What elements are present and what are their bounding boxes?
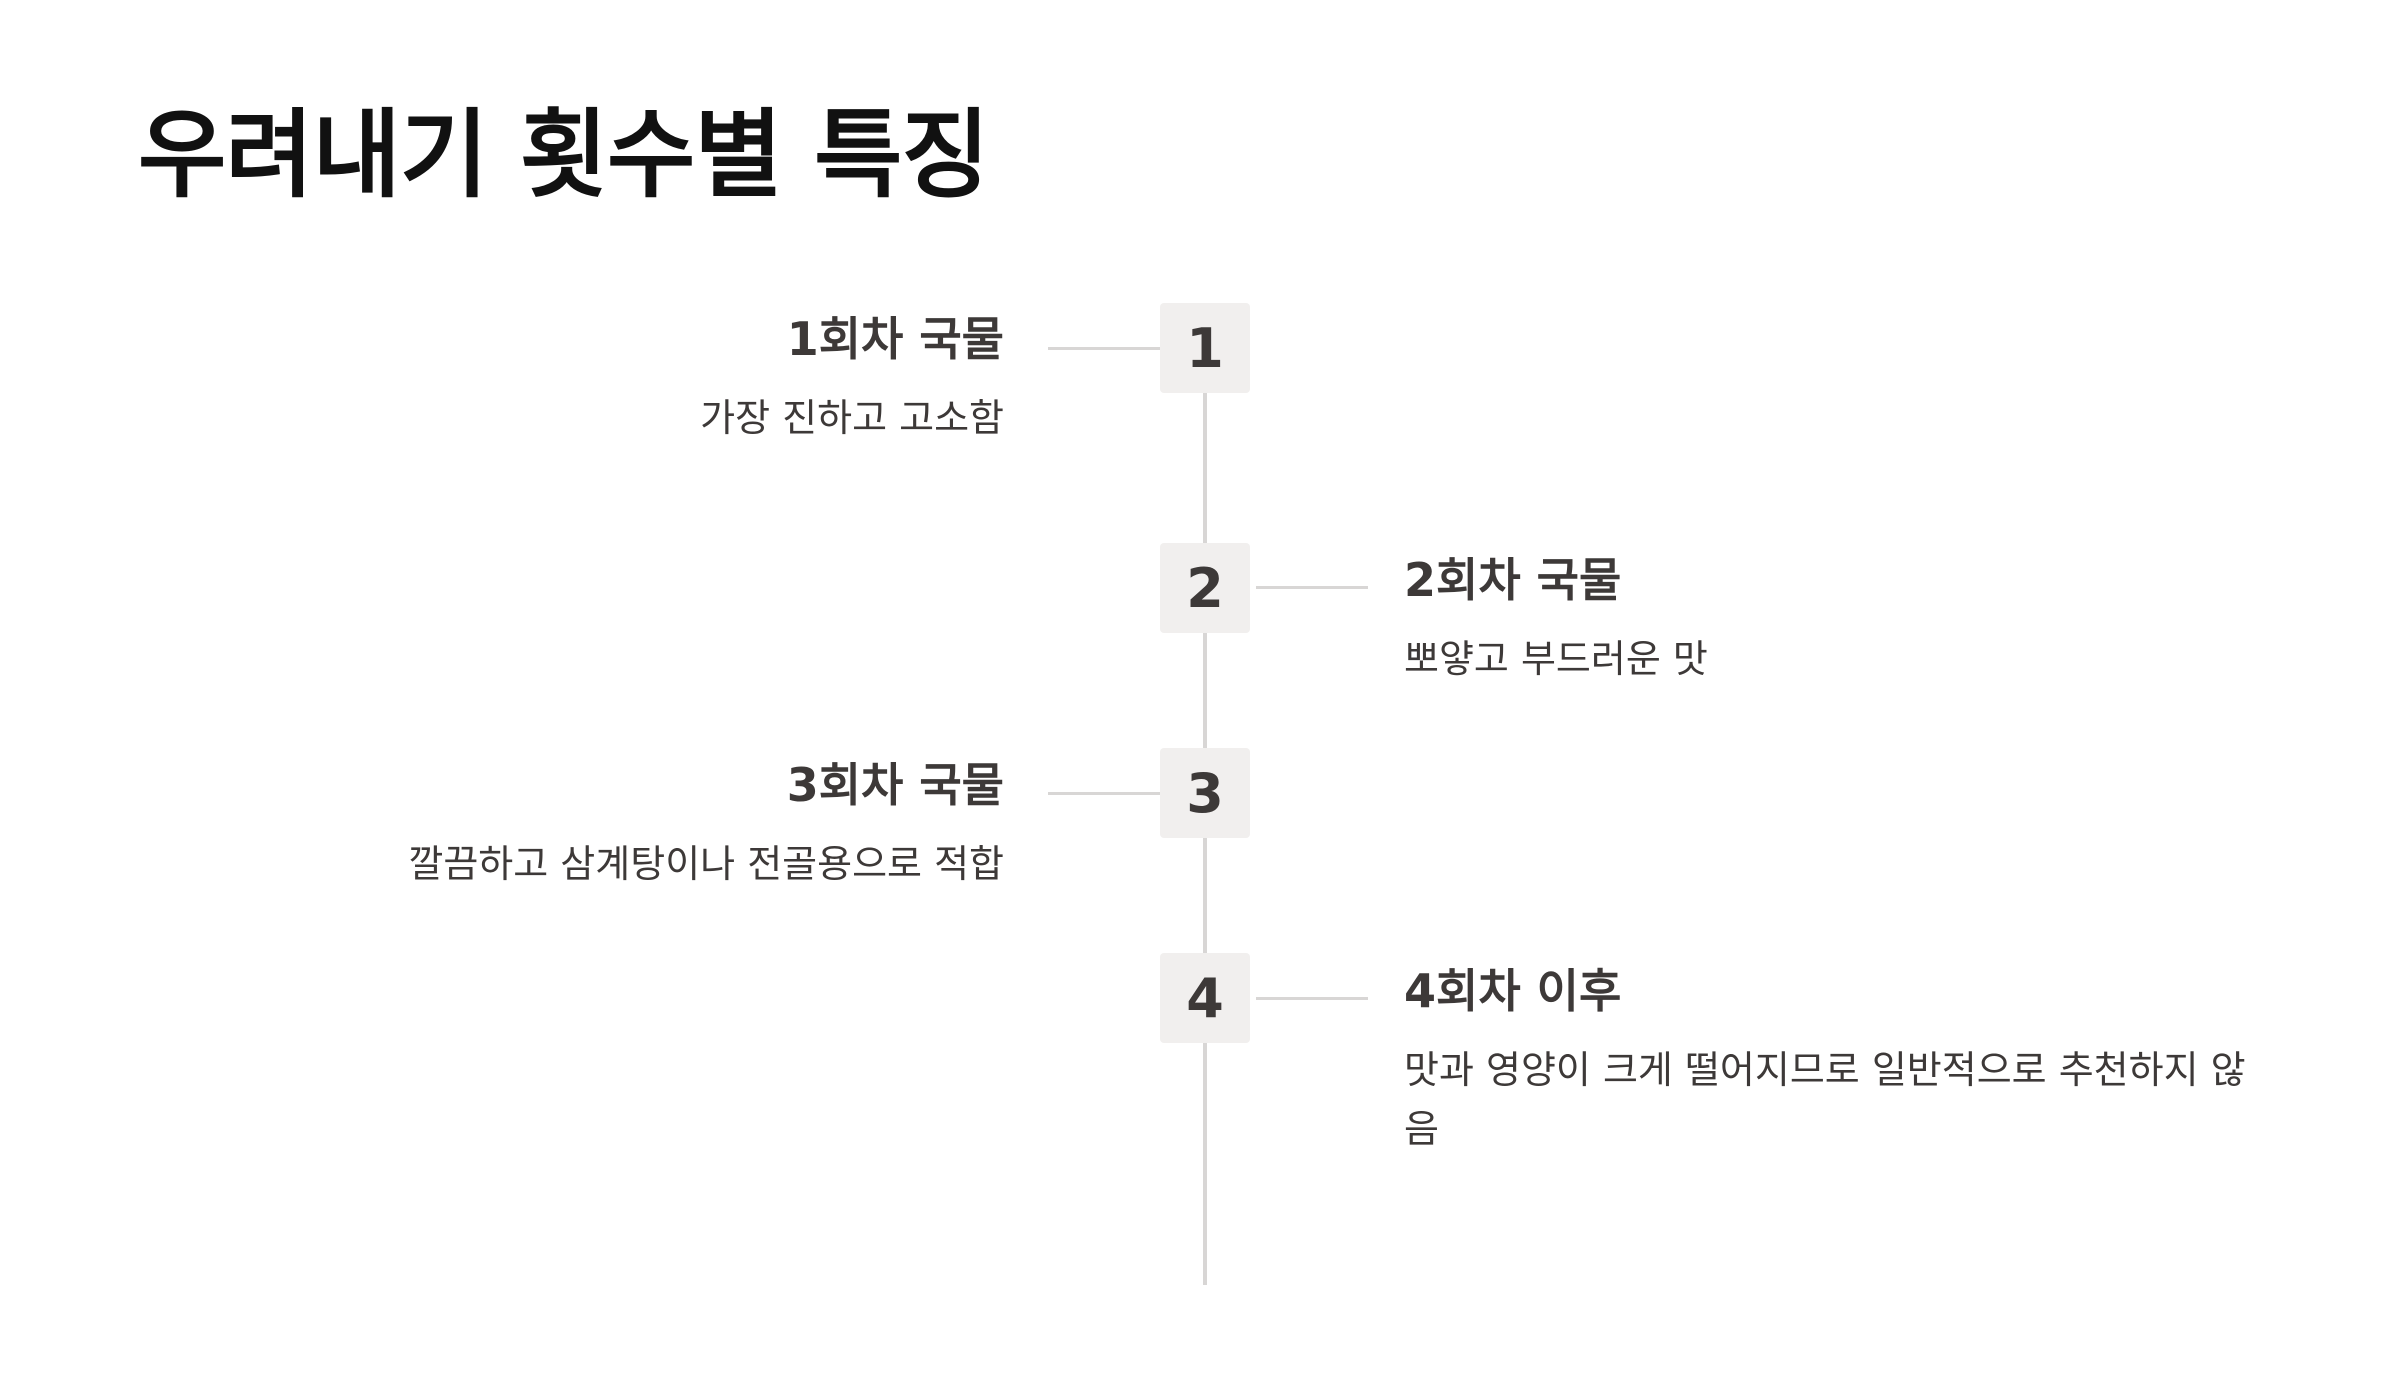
timeline-item-1-description: 가장 진하고 고소함 <box>700 396 1004 441</box>
timeline-item-4-number: 4 <box>1160 953 1250 1043</box>
timeline-item-2-number: 2 <box>1160 543 1250 633</box>
timeline-item-4-connector <box>1256 997 1368 1000</box>
timeline-item-2-label: 2회차 국물 뽀얗고 부드러운 맛 <box>1404 553 2264 689</box>
timeline-item-4-description: 맛과 영양이 크게 떨어지므로 일반적으로 추천하지 않음 <box>1404 1048 2246 1152</box>
timeline-item-3-description: 깔끔하고 삼계탕이나 전골용으로 적합 <box>408 842 1004 887</box>
timeline-item-1-title: 1회차 국물 <box>786 312 1004 366</box>
timeline-item-2-connector <box>1256 586 1368 589</box>
timeline-item-1-label: 1회차 국물 가장 진하고 고소함 <box>700 312 1004 448</box>
timeline-item-3-title: 3회차 국물 <box>786 758 1004 812</box>
timeline-item-2-description: 뽀얗고 부드러운 맛 <box>1404 637 1708 682</box>
timeline-item-2-title: 2회차 국물 <box>1404 553 1622 607</box>
timeline-item-3-number: 3 <box>1160 748 1250 838</box>
timeline-item-3-connector <box>1048 792 1160 795</box>
timeline-item-3-label: 3회차 국물 깔끔하고 삼계탕이나 전골용으로 적합 <box>408 758 1004 894</box>
timeline-item-4-title: 4회차 이후 <box>1404 964 1622 1018</box>
page-title: 우려내기 횟수별 특징 <box>138 99 990 211</box>
timeline-item-4-label: 4회차 이후 맛과 영양이 크게 떨어지므로 일반적으로 추천하지 않음 <box>1404 964 2264 1159</box>
timeline-item-1-connector <box>1048 347 1160 350</box>
timeline-item-1-number: 1 <box>1160 303 1250 393</box>
